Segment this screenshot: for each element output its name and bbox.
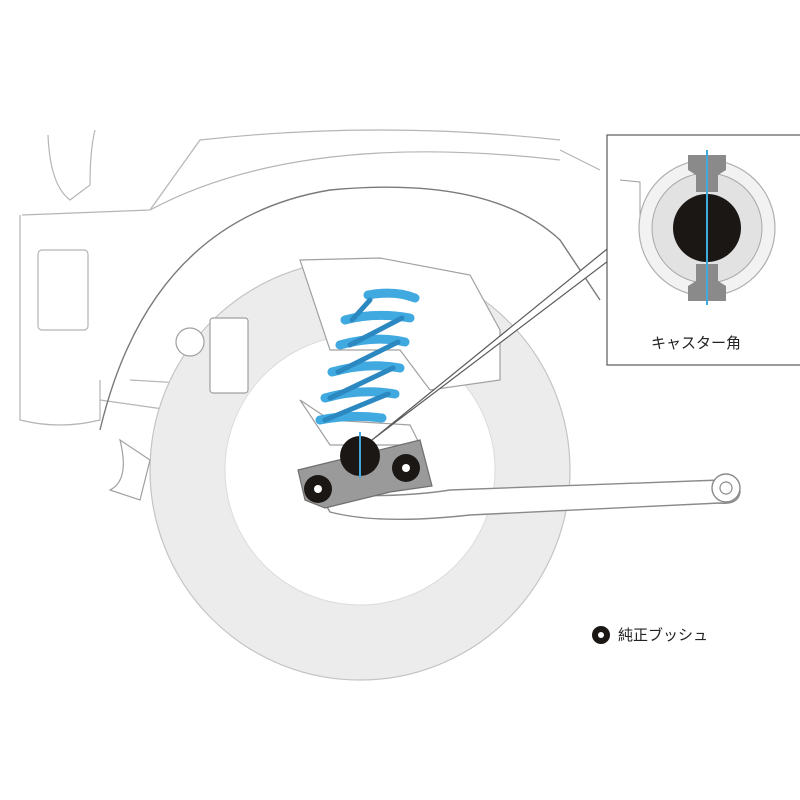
caster-angle-label: キャスター角 [651, 334, 742, 352]
bushing-rear [392, 454, 420, 482]
legend: 純正ブッシュ [592, 624, 708, 645]
bushing-caster [340, 432, 380, 478]
chassis-frame [108, 257, 501, 501]
inset-panel [606, 134, 800, 366]
legend-bushing-label: 純正ブッシュ [618, 626, 709, 644]
bushing-front [304, 475, 332, 503]
coil-spring [315, 288, 420, 425]
bushing-legend-icon [592, 625, 610, 644]
arm-end-joint [711, 473, 741, 503]
wheel-arch [99, 186, 601, 431]
